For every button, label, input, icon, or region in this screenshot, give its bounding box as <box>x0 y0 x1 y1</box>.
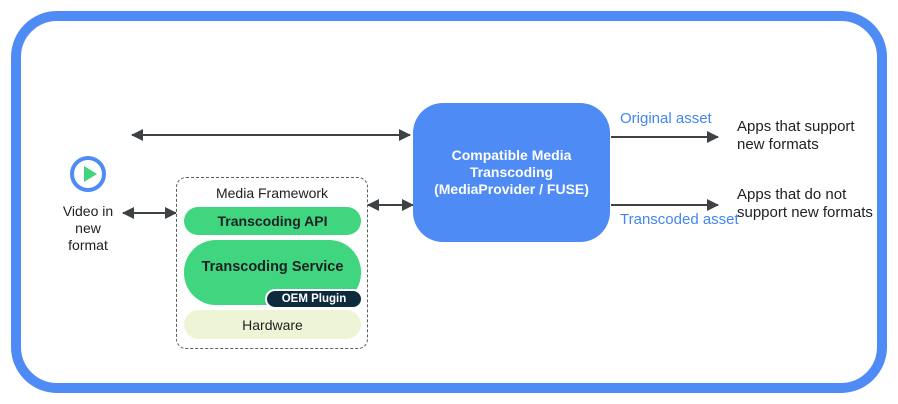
rounded-border-frame <box>11 11 887 393</box>
transcoded-asset-label: Transcoded asset <box>620 211 739 228</box>
oem-plugin-pill: OEM Plugin <box>265 289 363 309</box>
play-icon <box>70 156 106 192</box>
arrow-framework-to-transcoding <box>367 199 414 211</box>
arrow-original-asset <box>611 131 719 143</box>
apps-no-support-label: Apps that do not support new formats <box>737 186 873 221</box>
video-source-label: Video in new format <box>62 203 114 253</box>
play-triangle-icon <box>83 166 97 182</box>
transcoding-api-pill: Transcoding API <box>184 207 361 235</box>
media-framework-title: Media Framework <box>215 185 329 201</box>
arrow-transcoded-asset <box>611 199 719 211</box>
hardware-pill: Hardware <box>184 310 361 339</box>
transcoding-service-pill: Transcoding Service OEM Plugin <box>184 240 363 309</box>
apps-support-label: Apps that support new formats <box>737 118 855 153</box>
compatible-media-transcoding-box: Compatible Media Transcoding (MediaProvi… <box>413 103 610 242</box>
original-asset-label: Original asset <box>620 110 712 127</box>
media-framework-box: Media Framework Transcoding API Transcod… <box>176 177 368 349</box>
arrow-video-to-framework <box>122 207 177 219</box>
transcoding-service-label: Transcoding Service <box>201 258 344 275</box>
arrow-apps-to-transcoding <box>131 129 411 141</box>
